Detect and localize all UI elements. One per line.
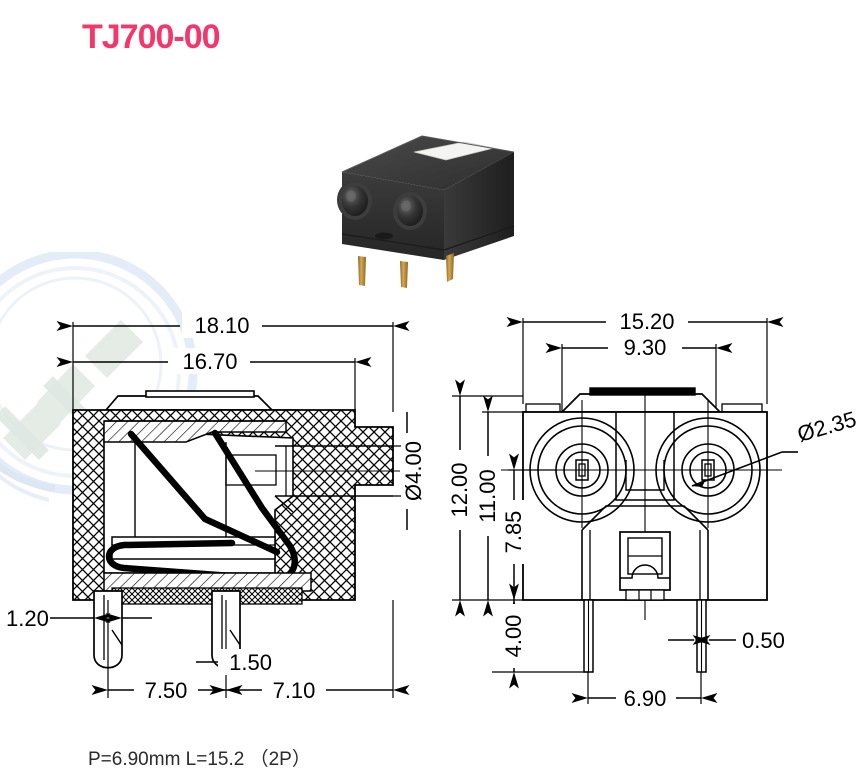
dim-4-00: 4.00: [501, 615, 526, 658]
dim-1-50: 1.50: [229, 650, 272, 675]
dim-11-00: 11.00: [475, 469, 500, 522]
dim-18-10: 18.10: [194, 313, 249, 338]
dim-1-20: 1.20: [6, 606, 49, 631]
spec-caption: P=6.90mm L=15.2 （2P）: [88, 749, 311, 770]
dim-7-85: 7.85: [501, 511, 526, 554]
dim-dia-2-35: Ø2.35: [794, 406, 856, 447]
dim-16-70: 16.70: [182, 349, 237, 374]
side-view-drawing: 18.10 16.70 Ø4.00 1.20 7.50 1.50 7.10: [0, 300, 440, 720]
dim-dia-4-00: Ø4.00: [401, 441, 426, 501]
dim-15-20: 15.20: [619, 309, 674, 334]
page-title: TJ700-00: [82, 18, 221, 56]
dim-0-50: 0.50: [742, 628, 785, 653]
dim-6-90: 6.90: [624, 686, 667, 711]
front-view-drawing: 15.20 9.30 Ø2.35 12.00 11.00 7.85: [430, 300, 856, 720]
product-photo: [318, 128, 530, 288]
dim-7-50: 7.50: [145, 678, 188, 703]
dim-7-10: 7.10: [273, 678, 316, 703]
dim-12-00: 12.00: [447, 462, 472, 517]
dim-9-30: 9.30: [624, 335, 667, 360]
